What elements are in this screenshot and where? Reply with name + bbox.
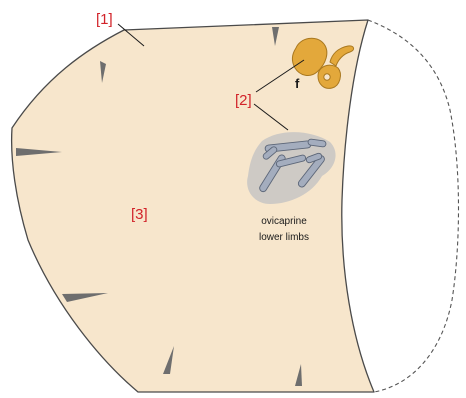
marker-1-label: [1] [96, 11, 113, 28]
marker-3-label: [3] [131, 206, 148, 223]
projected-boundary [368, 20, 459, 392]
feature-f-label: f [295, 76, 300, 91]
caption-line-2: lower limbs [259, 232, 309, 243]
marker-2-label: [2] [235, 92, 252, 109]
feature-f-hole [324, 74, 330, 80]
caption-line-1: ovicaprine [261, 216, 307, 227]
